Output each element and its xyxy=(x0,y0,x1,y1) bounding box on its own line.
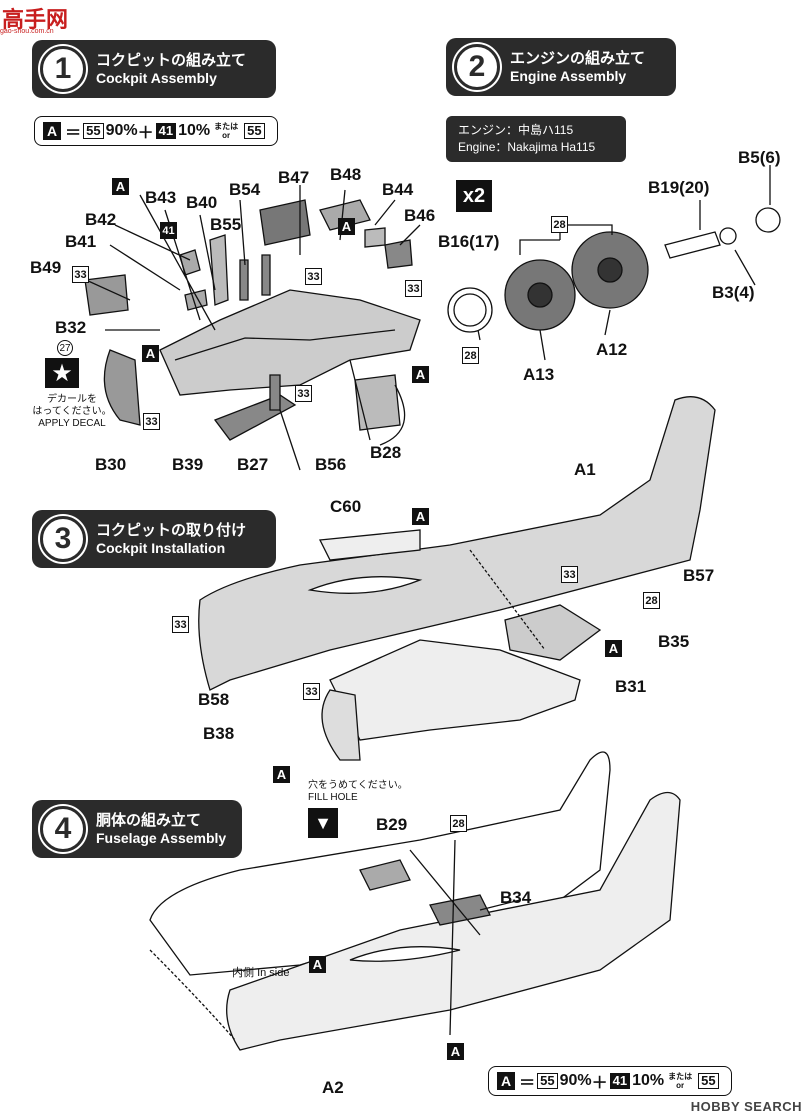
color-tag-a: A xyxy=(112,178,129,195)
color-tag-28: 28 xyxy=(643,592,660,609)
decal-note: デカールを はってください。 APPLY DECAL xyxy=(32,394,112,429)
part-label-b28: B28 xyxy=(370,443,402,462)
color-tag-a: A xyxy=(447,1043,464,1060)
site-logo-url: gao-shou.com.cn xyxy=(0,28,54,35)
part-label-b5-6: B5(6) xyxy=(738,148,781,167)
side-console xyxy=(84,274,129,316)
quantity-multiplier: x2 xyxy=(456,180,492,212)
part-label-b38: B38 xyxy=(203,724,235,743)
part-label-b49: B49 xyxy=(30,258,62,277)
step-3-title-en: Cockpit Installation xyxy=(96,539,226,556)
part-label-a1: A1 xyxy=(574,460,596,479)
part-label-b30: B30 xyxy=(95,455,127,474)
watermark: HOBBY SEARCH xyxy=(690,1099,802,1114)
step-2-title-jp: エンジンの組み立て xyxy=(510,50,646,68)
step-3-title-jp: コクピットの取り付け xyxy=(96,522,247,540)
part-label-a2: A2 xyxy=(322,1078,344,1097)
color-tag-33: 33 xyxy=(143,413,160,430)
seat-installed xyxy=(321,689,361,761)
part-label-b19-20: B19(20) xyxy=(648,178,710,197)
cockpit-tub xyxy=(329,639,581,741)
color-tag-a: A xyxy=(412,508,429,525)
part-label-b3-4: B3(4) xyxy=(712,283,755,302)
color-tag-33: 33 xyxy=(72,266,89,283)
part-label-b43: B43 xyxy=(145,188,177,207)
part-label-a13: A13 xyxy=(523,365,555,384)
part-label-b55: B55 xyxy=(210,215,242,234)
part-label-b54: B54 xyxy=(229,180,261,199)
cockpit-floor xyxy=(159,289,421,396)
site-logo: 高手网 xyxy=(2,7,69,32)
step-4-title-en: Fuselage Assembly xyxy=(96,829,227,846)
step-3-banner: 3 コクピットの取り付け Cockpit Installation xyxy=(32,510,276,568)
prop-hub-ring xyxy=(755,207,781,233)
color-tag-41: 41 xyxy=(160,222,177,239)
engine-note: エンジン：中島ハ115 Engine：Nakajima Ha115 xyxy=(446,116,626,162)
fill-hole-icon: ▼ xyxy=(308,808,338,838)
part-label-a12: A12 xyxy=(596,340,628,359)
color-tag-28: 28 xyxy=(450,815,467,832)
part-label-b42: B42 xyxy=(85,210,117,229)
part-label-b44: B44 xyxy=(382,180,414,199)
step-2-banner: 2 エンジンの組み立て Engine Assembly xyxy=(446,38,676,96)
part-label-b47: B47 xyxy=(278,168,310,187)
part-label-b57: B57 xyxy=(683,566,715,585)
color-tag-a: A xyxy=(273,766,290,783)
part-label-b41: B41 xyxy=(65,232,97,251)
color-tag-a: A xyxy=(309,956,326,973)
step-4-title-jp: 胴体の組み立て xyxy=(96,812,202,830)
part-label-b29: B29 xyxy=(376,815,408,834)
step-2-title-en: Engine Assembly xyxy=(510,67,627,84)
star-decal-icon: ★ xyxy=(45,358,79,388)
color-tag-33: 33 xyxy=(561,566,578,583)
color-tag-33: 33 xyxy=(303,683,320,700)
step-1-banner: 1 コクピットの組み立て Cockpit Assembly xyxy=(32,40,276,98)
part-label-b27: B27 xyxy=(237,455,269,474)
fuselage-half-a1 xyxy=(198,396,716,691)
part-label-b16-17: B16(17) xyxy=(438,232,500,251)
color-tag-28: 28 xyxy=(551,216,568,233)
part-label-b32: B32 xyxy=(55,318,87,337)
part-label-b58: B58 xyxy=(198,690,230,709)
color-tag-28: 28 xyxy=(462,347,479,364)
color-tag-33: 33 xyxy=(405,280,422,297)
seat-part xyxy=(103,349,141,426)
color-tag-33: 33 xyxy=(295,385,312,402)
step-4-number: 4 xyxy=(40,806,86,852)
color-tag-33: 33 xyxy=(172,616,189,633)
fuselage-half-inner xyxy=(149,751,611,976)
part-label-b56: B56 xyxy=(315,455,347,474)
inside-note: 内側 In side xyxy=(232,967,290,979)
part-label-b48: B48 xyxy=(330,165,362,184)
part-label-b34: B34 xyxy=(500,888,532,907)
part-label-b39: B39 xyxy=(172,455,204,474)
color-tag-a: A xyxy=(412,366,429,383)
head-armor xyxy=(209,234,229,306)
color-tag-a: A xyxy=(142,345,159,362)
part-label-b31: B31 xyxy=(615,677,647,696)
part-label-b40: B40 xyxy=(186,193,218,212)
step-2-number: 2 xyxy=(454,44,500,90)
step-3-number: 3 xyxy=(40,516,86,562)
part-label-b35: B35 xyxy=(658,632,690,651)
step-1-number: 1 xyxy=(40,46,86,92)
part-label-c60: C60 xyxy=(330,497,362,516)
step-4-banner: 4 胴体の組み立て Fuselage Assembly xyxy=(32,800,242,858)
color-tag-a: A xyxy=(338,218,355,235)
part-label-b46: B46 xyxy=(404,206,436,225)
tail-wheel-bay xyxy=(504,604,602,661)
seat-back xyxy=(354,374,401,431)
color-tag-a: A xyxy=(605,640,622,657)
prop-shaft xyxy=(664,231,721,259)
instrument-panel xyxy=(259,199,311,246)
gun-sight xyxy=(319,199,371,231)
color-tag-33: 33 xyxy=(305,268,322,285)
step-1-title-jp: コクピットの組み立て xyxy=(96,52,247,70)
step-1-title-en: Cockpit Assembly xyxy=(96,69,217,86)
decal-number-27: 27 xyxy=(57,340,73,356)
fill-hole-note: 穴をうめてください。 FILL HOLE xyxy=(308,780,408,803)
